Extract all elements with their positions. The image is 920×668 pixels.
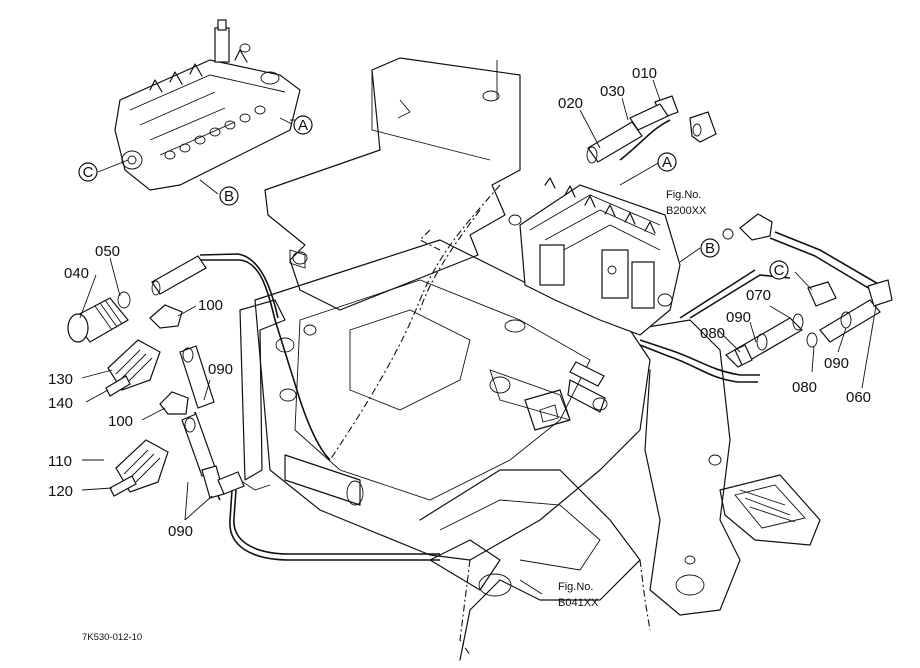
callout-circle-b-inset [219,186,239,206]
callout-c-main: C [774,262,785,279]
figure-references: Fig.No. B200XX Fig.No. B041XX [558,189,707,609]
part-label-050: 050 [95,243,120,260]
callout-circle-a-main [657,152,677,172]
leader-lines [79,79,877,595]
part-labels: 010 030 020 050 040 100 090 130 140 100 … [48,65,871,540]
part-label-090-bottom: 090 [168,523,193,540]
fig-ref-1-number: B200XX [666,205,707,217]
part-label-010: 010 [632,65,657,82]
callout-a-inset: A [298,117,308,134]
part-label-080-left: 080 [700,325,725,342]
callout-c-inset: C [83,164,94,181]
callout-circle-b-main [700,238,720,258]
part-label-090-left: 090 [208,361,233,378]
fig-ref-2-title: Fig.No. [558,581,593,593]
part-label-070: 070 [746,287,771,304]
part-label-040: 040 [64,265,89,282]
callout-circle-c-inset [78,162,98,182]
fittings [67,95,893,499]
fig-ref-1-title: Fig.No. [666,189,701,201]
part-label-100-bottom: 100 [108,413,133,430]
part-label-090-right: 090 [726,309,751,326]
part-label-120: 120 [48,483,73,500]
callout-circle-c-main [769,260,789,280]
callout-a-main: A [662,154,672,171]
fig-ref-2-number: B041XX [558,597,599,609]
part-label-110: 110 [48,453,72,470]
control-valve-inset [114,19,301,191]
port-callouts: A C B A B C [78,115,789,280]
callout-circle-a-inset [293,115,313,135]
control-valve-main [508,177,681,336]
part-label-090-far-right: 090 [824,355,849,372]
callout-b-inset: B [224,188,234,205]
part-label-080-right: 080 [792,379,817,396]
part-label-030: 030 [600,83,625,100]
part-label-060: 060 [846,389,871,406]
callout-b-main: B [705,240,715,257]
hydraulic-hoses [194,119,881,561]
part-label-100-top: 100 [198,297,223,314]
part-label-130: 130 [48,371,73,388]
part-label-020-top: 020 [558,95,583,112]
part-label-140: 140 [48,395,73,412]
drawing-code: 7K530-012-10 [82,632,142,643]
